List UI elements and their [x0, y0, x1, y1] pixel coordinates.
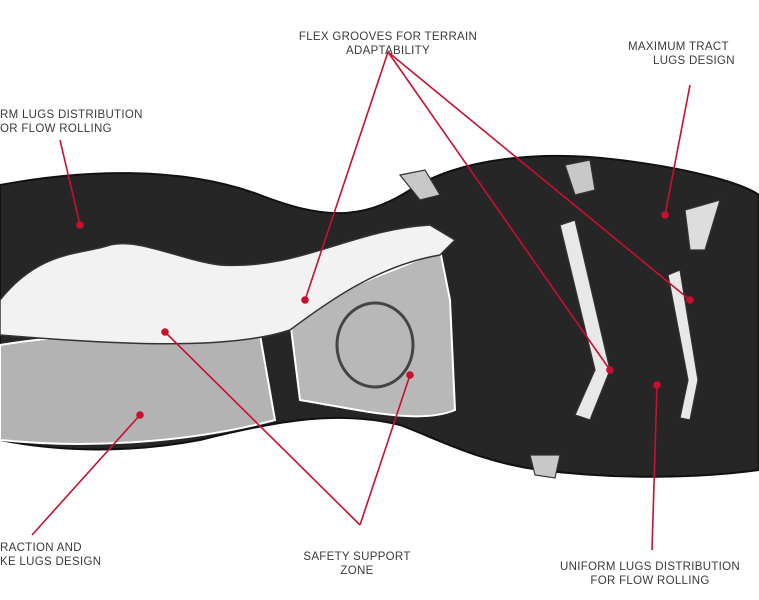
label-line: MAXIMUM TRACT	[628, 41, 729, 53]
label-line: LUGS DESIGN	[653, 55, 735, 67]
label-line: SAFETY SUPPORT	[303, 551, 411, 563]
label-uniform-lugs-top: RM LUGS DISTRIBUTION OR FLOW ROLLING	[0, 108, 143, 136]
label-line: OR FLOW ROLLING	[0, 123, 112, 135]
logo-emblem	[335, 301, 415, 389]
midfoot-band	[0, 224, 457, 345]
label-max-traction: MAXIMUM TRACT LUGS DESIGN	[628, 40, 735, 68]
gray-forefoot-left	[0, 332, 277, 445]
label-line: FOR FLOW ROLLING	[590, 575, 710, 587]
leader-lines	[31, 51, 694, 551]
label-uniform-lugs-bottom: UNIFORM LUGS DISTRIBUTION FOR FLOW ROLLI…	[530, 560, 759, 588]
label-flex-grooves: FLEX GROOVES FOR TERRAIN ADAPTABILITY	[280, 30, 496, 58]
label-safety-support: SAFETY SUPPORT ZONE	[282, 550, 432, 578]
label-line: UNIFORM LUGS DISTRIBUTION	[559, 561, 740, 573]
label-line: RM LUGS DISTRIBUTION	[0, 109, 143, 121]
label-line: RACTION AND	[0, 542, 82, 554]
label-line: KE LUGS DESIGN	[0, 556, 102, 568]
label-line: FLEX GROOVES FOR TERRAIN	[298, 31, 478, 43]
label-traction-bottom-left: RACTION AND KE LUGS DESIGN	[0, 541, 101, 569]
lug-chevrons	[398, 159, 721, 479]
label-line: ZONE	[340, 565, 374, 577]
label-line: ADAPTABILITY	[346, 45, 430, 57]
